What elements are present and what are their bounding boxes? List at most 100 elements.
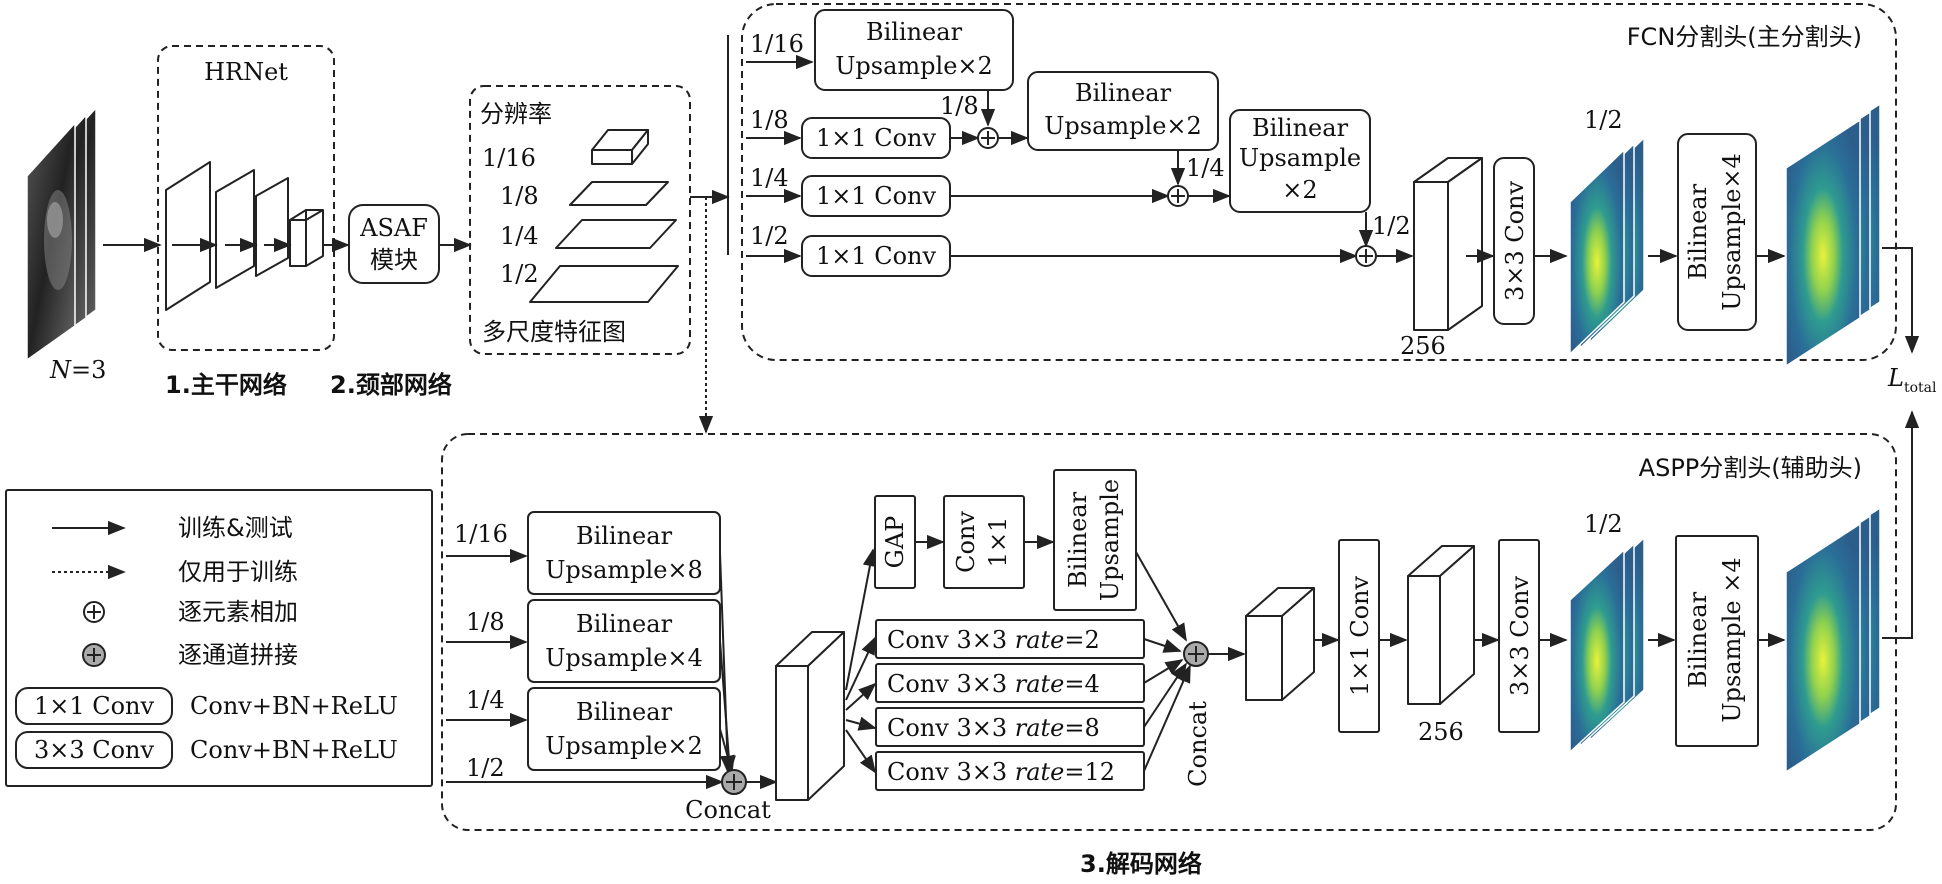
fcn-upsample-3-l3: ×2 [1282,176,1317,204]
fcn-upsample-1 [814,9,1014,91]
aspp-in-16: 1/16 [454,520,508,548]
input-image-stack [26,106,97,362]
aspp-output-maps [1785,506,1881,774]
fcn-sum-3 [1355,245,1377,267]
aspp-conv3-label: 3×3 Conv [1506,576,1534,697]
fcn-feature-block-256 [1413,157,1483,331]
scale-label-16: 1/16 [482,144,536,172]
arrow-aspp-loss [1882,410,1920,639]
aspp-bilinear-upsample [1053,469,1137,611]
fcn-sum3-label: 1/2 [1372,212,1411,240]
fcn-in-16: 1/16 [750,30,804,58]
fcn-upsample-1-l2: Upsample×2 [835,52,993,80]
aspp-conv-1x1 [1338,539,1380,733]
fcn-upsample-2-l1: Bilinear [1075,79,1172,107]
aspp-bup-l1: Bilinear [1064,491,1092,588]
aspp-upsample-x2-l2: Upsample×2 [545,732,703,760]
fcn-in-4: 1/4 [750,164,789,192]
aspp-arrow-rate8-concat [1143,662,1187,728]
scale-label-8: 1/8 [500,182,539,210]
aspp-upsample-x4-l2: Upsample×4 [545,644,703,672]
loss-label: Ltotal [1887,364,1937,396]
aspp-rate-4-label: Conv 3×3 rate=4 [887,670,1100,698]
aspp-rate-12-label: Conv 3×3 rate=12 [887,758,1115,786]
fcn-res-label: 1/2 [1584,106,1623,134]
fcn-upsample-3 [1229,109,1371,213]
hrnet-feature-planes [165,161,324,311]
fcn-upsample-x4-l1: Bilinear [1684,183,1712,280]
aspp-arrow-rate4 [845,682,877,711]
fcn-upsample-3-l2: Upsample [1239,144,1361,172]
scale-label-2: 1/2 [500,260,539,288]
aspp-feature-block [775,631,845,801]
aspp-arrow-rate2-concat [1143,638,1182,653]
aspp-upsample-x4-block-l2: Upsample ×4 [1718,557,1746,722]
hrnet-label: HRNet [204,58,288,86]
aspp-rate-branches: Conv 3×3 rate=2 Conv 3×3 rate=4 Conv 3×3… [875,619,1145,791]
fcn-upsample-2-l2: Upsample×2 [1044,112,1202,140]
aspp-res-label: 1/2 [1584,510,1623,538]
legend-box1 [15,687,173,725]
fcn-upsample-3-l1: Bilinear [1252,114,1349,142]
section-neck: 2.颈部网络 [330,371,452,399]
input-count-label: N=3 [49,356,106,384]
aspp-fused-block [1245,587,1315,701]
aspp-in-8: 1/8 [466,608,505,636]
aspp-arrow-bup-concat [1135,551,1187,642]
aspp-upsample-x4-l1: Bilinear [576,610,673,638]
aspp-upsample-x4-block-l1: Bilinear [1684,591,1712,688]
aspp-upsample-x2-l1: Bilinear [576,698,673,726]
legend-concat-icon [82,643,106,667]
legend-train-only: 仅用于训练 [178,558,298,586]
aspp-rate-8-label: Conv 3×3 rate=8 [887,714,1100,742]
aspp-rate-2-label: Conv 3×3 rate=2 [887,626,1100,654]
fcn-sum1-label: 1/8 [940,92,979,120]
aspp-conv-1x1-label: 1×1 Conv [1346,576,1374,697]
aspp-concat-2-label: Concat [1184,701,1212,787]
legend-box2 [15,731,173,769]
legend-train-test: 训练&测试 [178,514,293,542]
fcn-upsample-x4 [1677,133,1757,331]
fcn-sum-1 [977,127,999,149]
fcn-conv3 [1493,157,1535,325]
multiscale-plates [529,129,679,303]
section-decoder: 3.解码网络 [1080,850,1202,878]
legend-concat-text: 逐通道拼接 [178,641,298,669]
legend-box2-label: 3×3 Conv [34,736,155,764]
aspp-conv1x1-l2: 1×1 [984,517,1012,568]
aspp-in-2: 1/2 [466,754,505,782]
aspp-probability-maps [1569,536,1645,754]
aspp-conv3 [1498,539,1540,733]
fcn-conv3-label: 3×3 Conv [1501,181,1529,302]
fcn-output-maps [1785,102,1881,368]
aspp-concat-1-label: Concat [685,796,771,824]
aspp-concat-1 [721,769,747,795]
legend-box2-desc: Conv+BN+ReLU [190,736,398,764]
fcn-upsample-1-l1: Bilinear [866,18,963,46]
aspp-head-block [441,433,1897,831]
legend-box1-label: 1×1 Conv [34,692,155,720]
fcn-in-8: 1/8 [750,106,789,134]
aspp-in-4: 1/4 [466,686,505,714]
scale-label-4: 1/4 [500,222,539,250]
hrnet-block [157,45,335,351]
fcn-conv-4-label: 1×1 Conv [816,182,937,210]
fcn-upsample-2 [1027,71,1219,151]
aspp-title: ASPP分割头(辅助头) [1639,454,1862,482]
aspp-feature-block-256 [1407,545,1475,705]
aspp-channels: 256 [1418,718,1464,746]
asaf-label-2: 模块 [370,246,418,274]
aspp-bup-l2: Upsample [1096,479,1124,601]
aspp-concat-2 [1183,641,1209,667]
fcn-probability-maps [1569,136,1645,356]
fcn-head-block [741,3,1897,361]
fcn-title: FCN分割头(主分割头) [1627,23,1862,51]
fcn-in-2: 1/2 [750,222,789,250]
aspp-upsample-x8-l1: Bilinear [576,522,673,550]
fcn-conv-8-label: 1×1 Conv [816,124,937,152]
aspp-gap-label: GAP [881,516,909,569]
legend-add-text: 逐元素相加 [178,598,298,626]
aspp-arrow-up4-concat [719,640,736,774]
multiscale-block [469,85,691,355]
